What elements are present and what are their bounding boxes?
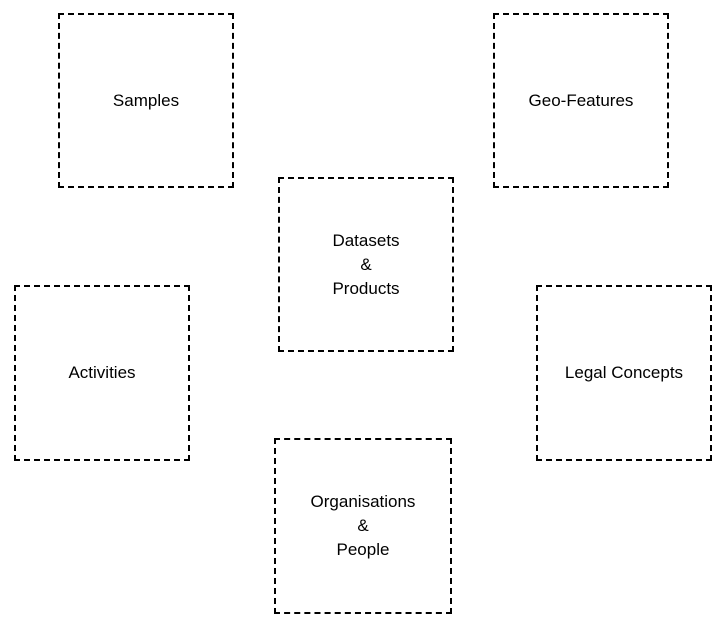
geo-features-label: Geo-Features [528,90,634,110]
organisations-people-label: Organisations & People [311,490,416,562]
datasets-label-line-1: Datasets [332,230,400,250]
legal-concepts-label: Legal Concepts [564,363,684,382]
organisations-label-line-2: & [357,516,369,535]
samples-label: Samples [112,90,180,110]
organisations-label-line-1: Organisations [310,492,416,511]
activities-box: Activities [14,285,190,461]
geo-features-box: Geo-Features [493,13,669,188]
datasets-products-box: Datasets & Products [278,177,454,352]
organisations-people-box: Organisations & People [274,438,452,614]
legal-concepts-box: Legal Concepts [536,285,712,461]
samples-box: Samples [58,13,234,188]
datasets-products-label: Datasets & Products [332,229,399,301]
organisations-label-line-3: People [336,540,390,559]
datasets-label-line-3: Products [332,278,400,298]
activities-label: Activities [68,363,136,382]
datasets-label-line-2: & [360,254,372,274]
